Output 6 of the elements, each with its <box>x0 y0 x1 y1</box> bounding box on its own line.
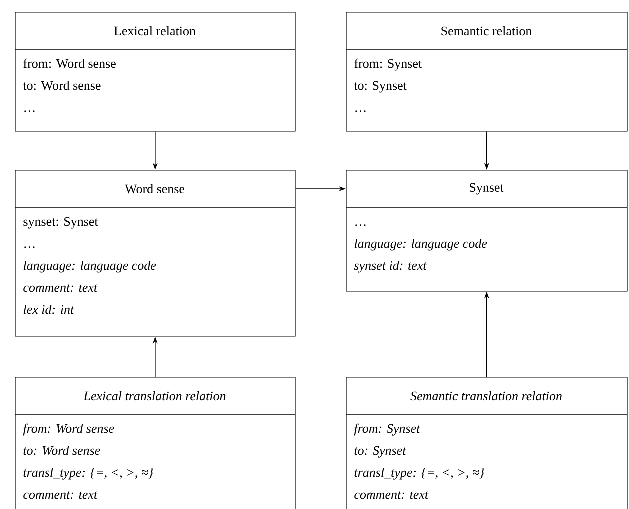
class-box: Semantic relation from: Synset to: Synset … <box>346 12 628 132</box>
class-box: Lexical translation relation from: Word sense to: Word sense transl_type: {=, <, >, ≈} comment: text <box>14 377 296 509</box>
class-box: Lexical relation from: Word sense to: Word sense … <box>14 12 296 132</box>
class-box: Synset … language: language code synset id: text <box>346 170 628 292</box>
class-box: Word sense synset: Synset … language: language code comment: text lex id: int <box>14 170 296 337</box>
class-box: Semantic translation relation from: Synset to: Synset transl_type: {=, <, >, ≈} comment: text <box>346 377 628 509</box>
